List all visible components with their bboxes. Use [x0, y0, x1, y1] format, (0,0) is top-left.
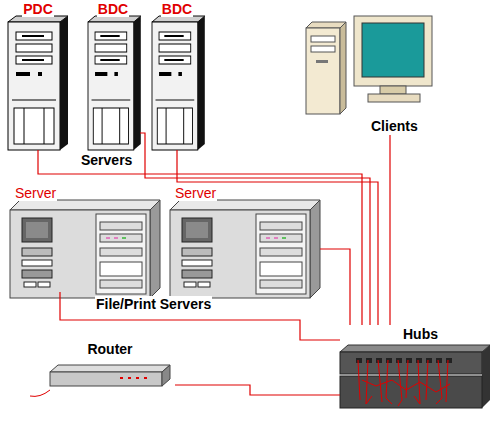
group-label: File/Print Servers — [95, 296, 212, 312]
network-cable — [175, 385, 340, 395]
file-print-server: Server — [170, 184, 320, 292]
cable-line — [175, 385, 340, 395]
device-label: Hubs — [402, 326, 439, 342]
client-computer: Clients — [300, 8, 440, 135]
network-cable — [390, 135, 391, 325]
device-label: PDC — [22, 1, 54, 17]
cable-line — [320, 249, 350, 325]
server-tower: BDC — [150, 0, 204, 150]
server-tower: PDC — [6, 0, 70, 150]
router: Router — [45, 340, 175, 400]
server-tower: BDC — [86, 0, 140, 150]
network-cable — [38, 150, 362, 325]
cable-line — [60, 292, 340, 340]
device-label: Server — [174, 185, 217, 201]
device-label: BDC — [97, 1, 129, 17]
device-label: BDC — [161, 1, 193, 17]
device-label: Server — [14, 185, 57, 201]
network-cable — [320, 249, 350, 325]
file-print-server: Server — [10, 184, 160, 292]
hub: Hubs — [340, 325, 492, 413]
cable-line — [38, 150, 362, 325]
network-cable — [60, 292, 340, 340]
cable-line — [389, 135, 390, 325]
device-label: Router — [86, 341, 133, 357]
group-label: Servers — [80, 152, 133, 168]
device-label: Clients — [370, 118, 419, 134]
